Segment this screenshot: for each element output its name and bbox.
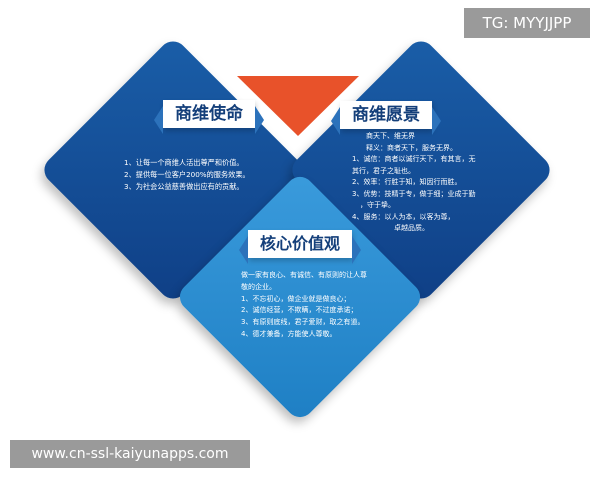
core-line: 做一家有良心、有诚信、有原则的让人尊 (241, 271, 367, 279)
vision-line: 商天下、维无界 (366, 132, 415, 140)
mission-line: 1、让每一个商维人活出尊严和价值。 (124, 158, 244, 167)
core-values-title: 核心价值观 (238, 230, 362, 264)
mission-title: 商维使命 (154, 100, 264, 134)
vision-line: 4、服务：以人为本，以客为尊， (352, 212, 455, 221)
core-line: 2、诚信经营，不欺瞒，不过度承诺； (241, 306, 358, 315)
core-line: 3、有原则底线，君子爱财，取之有道。 (241, 318, 365, 327)
vision-line: 释义：商者天下，服务无界。 (366, 143, 457, 152)
tg-watermark: TG: MYYJJPP (464, 8, 590, 38)
vision-title: 商维愿景 (331, 101, 441, 135)
vision-line: 2、效率：行胜于知，知因行而胜。 (352, 178, 462, 186)
vision-line: ，守于挚。 (360, 201, 395, 209)
core-line: 敬的企业。 (241, 282, 276, 291)
mission-text: 1、让每一个商维人活出尊严和价值。 2、提供每一位客户200%的服务效果。 3、… (124, 157, 250, 193)
vision-line: 1、诚信：商者以诚行天下，有其言，无 (352, 155, 476, 163)
vision-text: 商天下、维无界 释义：商者天下，服务无界。 1、诚信：商者以诚行天下，有其言，无… (352, 131, 475, 235)
url-watermark: www.cn-ssl-kaiyunapps.com (10, 440, 250, 468)
vision-line: 其行，君子之耻也。 (352, 166, 415, 175)
core-values-text: 做一家有良心、有诚信、有原则的让人尊 敬的企业。 1、不忘初心，做企业就是做良心… (241, 270, 367, 341)
core-line: 4、德才兼备，方能使人尊敬。 (241, 329, 337, 338)
vision-line: 3、优势：技精于专，做于细；业成于勤 (352, 189, 476, 198)
vision-line: 卓越品质。 (394, 224, 429, 232)
mission-line: 2、提供每一位客户200%的服务效果。 (124, 170, 250, 179)
mission-line: 3、为社会公益慈善做出应有的贡献。 (124, 182, 244, 191)
core-line: 1、不忘初心，做企业就是做良心； (241, 294, 351, 303)
